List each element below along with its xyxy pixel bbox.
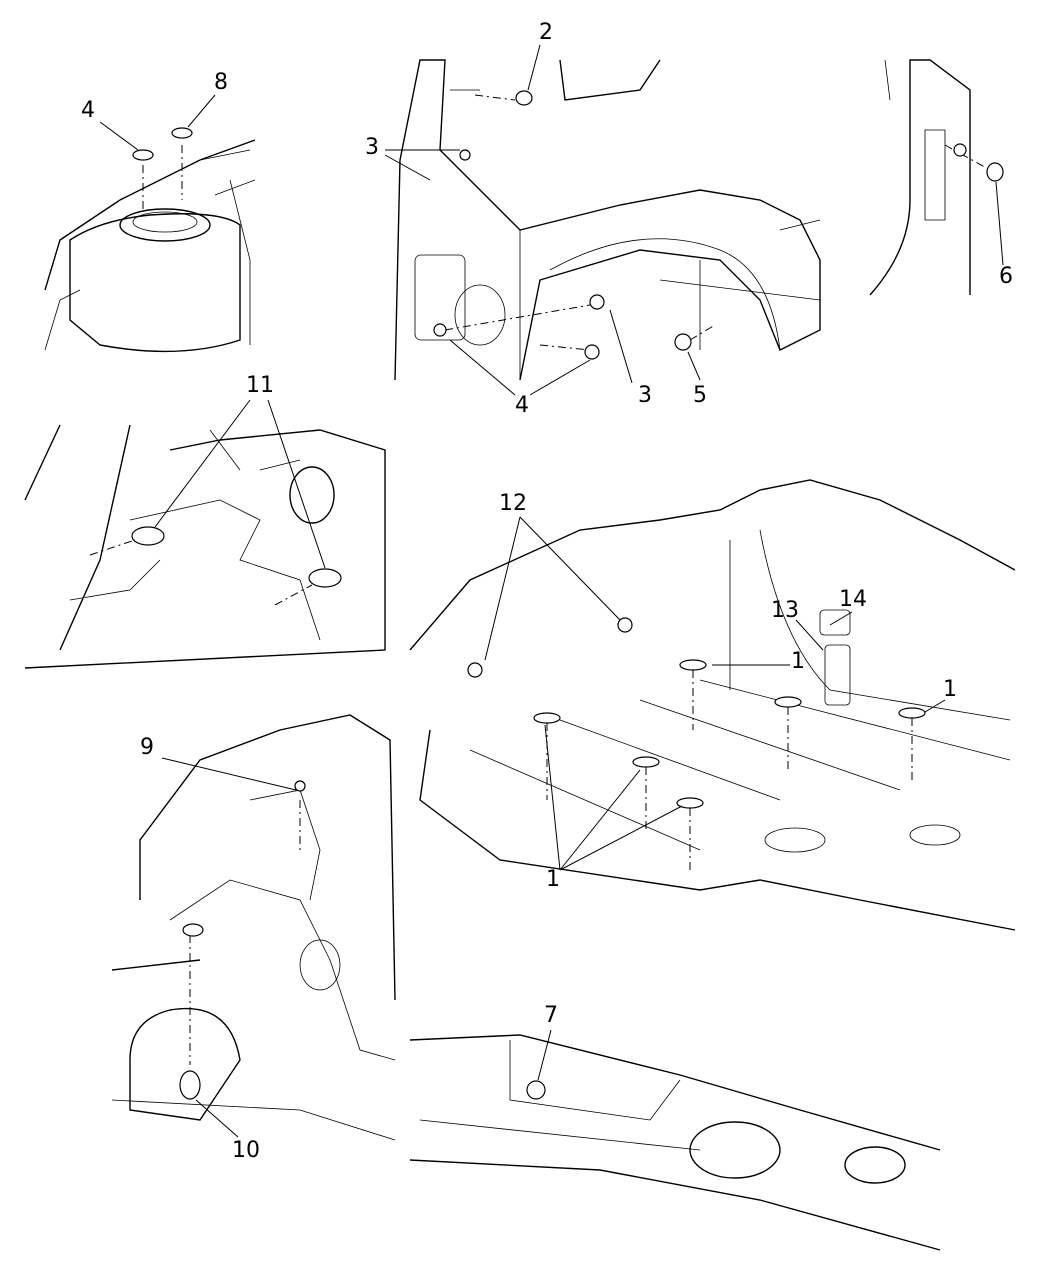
wheelhouse-view — [111, 714, 396, 1141]
callout-6: 6 — [999, 264, 1013, 289]
callout-4: 4 — [81, 98, 95, 123]
callout-3: 3 — [365, 135, 379, 160]
callout-11: 11 — [246, 373, 274, 398]
callout-7: 7 — [544, 1003, 558, 1028]
floor-pan-view — [24, 399, 386, 669]
callout-2: 2 — [539, 20, 553, 45]
callout-3: 3 — [638, 383, 652, 408]
pillar-view — [869, 59, 1004, 296]
callout-1: 1 — [546, 867, 560, 892]
callout-14: 14 — [839, 587, 867, 612]
callout-1: 1 — [791, 649, 805, 674]
callout-13: 13 — [771, 598, 799, 623]
callout-8: 8 — [214, 70, 228, 95]
rear-floor-view — [409, 1029, 941, 1251]
callout-4: 4 — [515, 393, 529, 418]
callout-12: 12 — [499, 491, 527, 516]
callout-5: 5 — [693, 383, 707, 408]
body-interior-view — [409, 479, 1016, 931]
quarter-panel-view — [384, 44, 991, 396]
callout-9: 9 — [140, 735, 154, 760]
fuel-filler-housing-view — [44, 94, 256, 353]
callout-1: 1 — [943, 677, 957, 702]
callout-10: 10 — [232, 1138, 260, 1163]
